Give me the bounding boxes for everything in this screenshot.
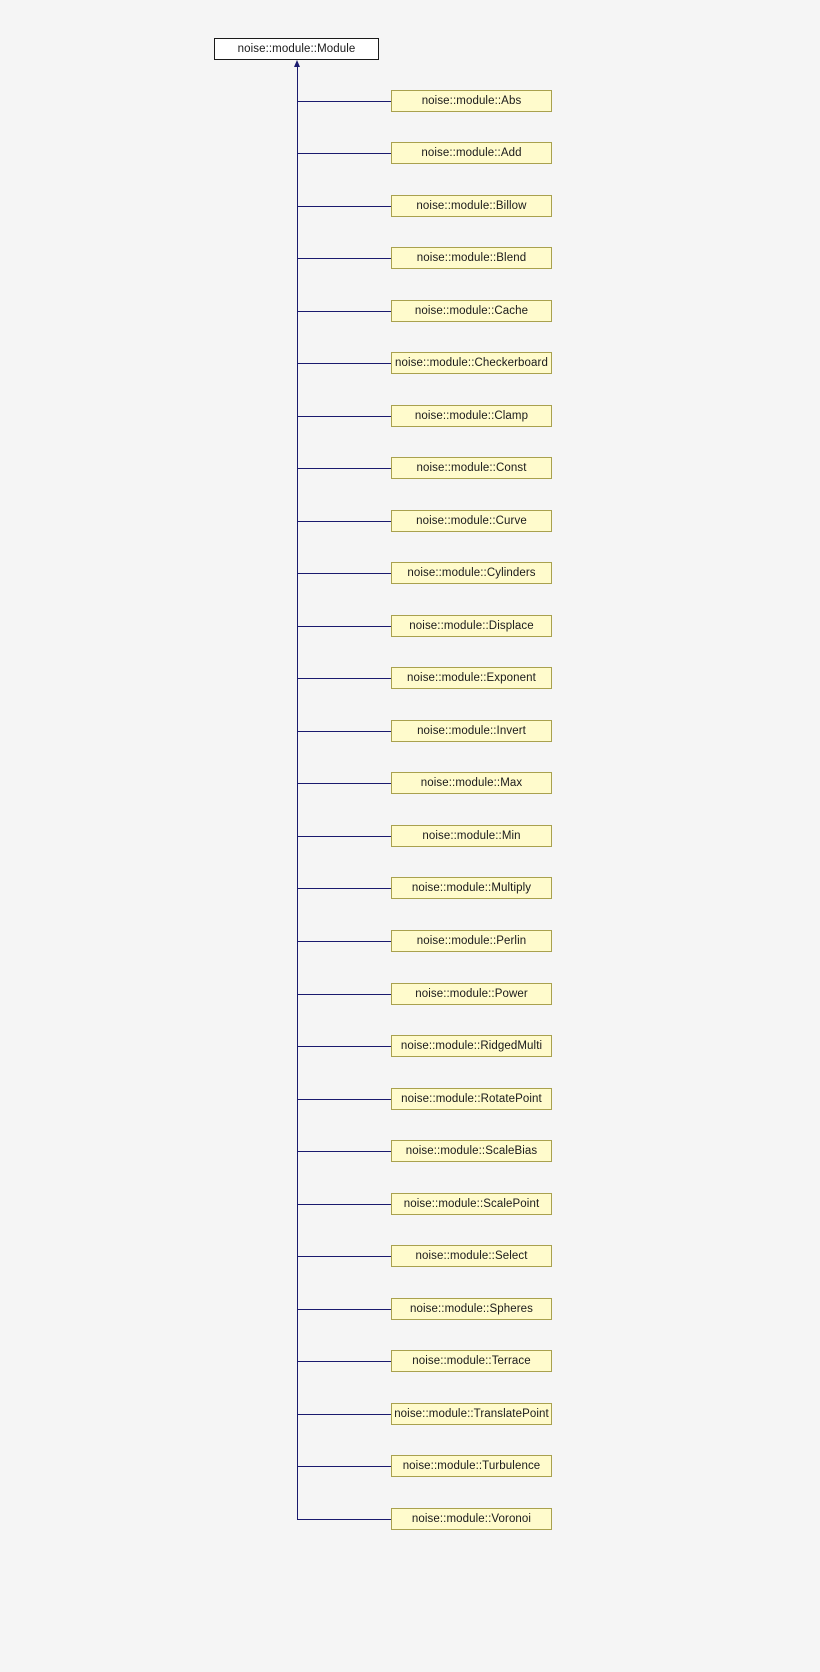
class-node-derived[interactable]: noise::module::RotatePoint xyxy=(391,1088,552,1110)
class-node-derived[interactable]: noise::module::Const xyxy=(391,457,552,479)
inheritance-connector-line xyxy=(297,573,391,574)
inheritance-connector-line xyxy=(297,311,391,312)
class-node-derived[interactable]: noise::module::Add xyxy=(391,142,552,164)
class-node-derived[interactable]: noise::module::ScaleBias xyxy=(391,1140,552,1162)
inheritance-connector-line xyxy=(297,101,391,102)
inheritance-trunk-line xyxy=(297,66,298,1519)
class-node-derived[interactable]: noise::module::Exponent xyxy=(391,667,552,689)
inheritance-connector-line xyxy=(297,468,391,469)
inheritance-connector-line xyxy=(297,1466,391,1467)
inheritance-connector-line xyxy=(297,416,391,417)
inheritance-connector-line xyxy=(297,941,391,942)
class-node-derived[interactable]: noise::module::Checkerboard xyxy=(391,352,552,374)
inheritance-connector-line xyxy=(297,206,391,207)
class-node-base[interactable]: noise::module::Module xyxy=(214,38,379,60)
inheritance-connector-line xyxy=(297,678,391,679)
class-node-derived[interactable]: noise::module::Invert xyxy=(391,720,552,742)
inheritance-connector-line xyxy=(297,153,391,154)
inheritance-connector-line xyxy=(297,626,391,627)
inheritance-connector-line xyxy=(297,1204,391,1205)
class-node-derived[interactable]: noise::module::Abs xyxy=(391,90,552,112)
inheritance-connector-line xyxy=(297,1519,391,1520)
class-node-derived[interactable]: noise::module::Cylinders xyxy=(391,562,552,584)
class-node-derived[interactable]: noise::module::Max xyxy=(391,772,552,794)
inheritance-connector-line xyxy=(297,783,391,784)
class-node-derived[interactable]: noise::module::ScalePoint xyxy=(391,1193,552,1215)
inheritance-connector-line xyxy=(297,1151,391,1152)
class-node-derived[interactable]: noise::module::Blend xyxy=(391,247,552,269)
inheritance-connector-line xyxy=(297,994,391,995)
class-node-derived[interactable]: noise::module::Displace xyxy=(391,615,552,637)
inheritance-connector-line xyxy=(297,258,391,259)
inheritance-connector-line xyxy=(297,1256,391,1257)
class-node-derived[interactable]: noise::module::Multiply xyxy=(391,877,552,899)
class-node-derived[interactable]: noise::module::TranslatePoint xyxy=(391,1403,552,1425)
inheritance-connector-line xyxy=(297,836,391,837)
inheritance-connector-line xyxy=(297,363,391,364)
inheritance-connector-line xyxy=(297,1361,391,1362)
inheritance-arrow-icon xyxy=(294,60,300,67)
class-node-derived[interactable]: noise::module::Turbulence xyxy=(391,1455,552,1477)
class-node-derived[interactable]: noise::module::Terrace xyxy=(391,1350,552,1372)
inheritance-connector-line xyxy=(297,1099,391,1100)
class-node-derived[interactable]: noise::module::Cache xyxy=(391,300,552,322)
class-node-derived[interactable]: noise::module::Billow xyxy=(391,195,552,217)
inheritance-connector-line xyxy=(297,731,391,732)
inheritance-connector-line xyxy=(297,1414,391,1415)
class-node-derived[interactable]: noise::module::Clamp xyxy=(391,405,552,427)
inheritance-connector-line xyxy=(297,888,391,889)
inheritance-connector-line xyxy=(297,1046,391,1047)
class-node-derived[interactable]: noise::module::Power xyxy=(391,983,552,1005)
class-node-derived[interactable]: noise::module::Curve xyxy=(391,510,552,532)
inheritance-connector-line xyxy=(297,1309,391,1310)
class-node-derived[interactable]: noise::module::RidgedMulti xyxy=(391,1035,552,1057)
class-node-derived[interactable]: noise::module::Min xyxy=(391,825,552,847)
class-node-derived[interactable]: noise::module::Voronoi xyxy=(391,1508,552,1530)
inheritance-connector-line xyxy=(297,521,391,522)
class-node-derived[interactable]: noise::module::Select xyxy=(391,1245,552,1267)
class-node-derived[interactable]: noise::module::Spheres xyxy=(391,1298,552,1320)
class-node-derived[interactable]: noise::module::Perlin xyxy=(391,930,552,952)
